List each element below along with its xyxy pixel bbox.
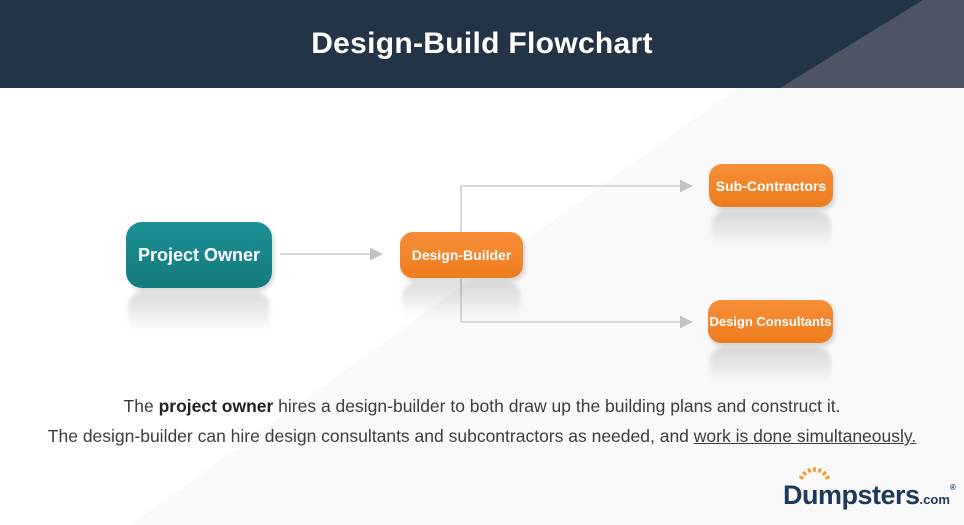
logo-registered-mark: ® xyxy=(949,483,956,492)
caption-line-2: The design-builder can hire design consu… xyxy=(0,421,964,451)
connector-arrows xyxy=(280,179,693,329)
node-design-builder-label: Design-Builder xyxy=(411,247,512,263)
node-design-builder: Design-Builder xyxy=(400,232,523,278)
node-sub-contractors-label: Sub-Contractors xyxy=(715,177,827,194)
caption-line-1-prefix: The xyxy=(123,396,159,416)
sub-contractors-reflection xyxy=(711,211,831,253)
caption-line-1-bold: project owner xyxy=(158,396,274,416)
caption: The project owner hires a design-builder… xyxy=(0,391,964,451)
node-project-owner-label: Project Owner xyxy=(137,244,261,265)
flowchart-canvas: Project Owner Design-Builder Sub-Contrac… xyxy=(0,88,964,525)
sunburst-icon xyxy=(798,467,830,484)
logo-brand-text: Dumpsters xyxy=(783,480,920,510)
caption-line-2-underlined: work is done simultaneously. xyxy=(693,426,917,446)
design-consultants-reflection xyxy=(710,347,831,389)
dumpsters-com-logo: Dumpsters.com® xyxy=(783,467,958,513)
caption-line-2-prefix: The design-builder can hire design consu… xyxy=(47,426,694,446)
node-design-consultants-label: Design Consultants xyxy=(709,314,832,329)
node-project-owner: Project Owner xyxy=(126,222,272,288)
logo-tld-text: .com xyxy=(919,492,950,507)
node-design-consultants: Design Consultants xyxy=(708,300,833,343)
node-sub-contractors: Sub-Contractors xyxy=(709,164,833,207)
caption-line-1: The project owner hires a design-builder… xyxy=(0,391,964,421)
logo-wordmark: Dumpsters.com® xyxy=(783,480,956,511)
project-owner-reflection xyxy=(128,292,270,340)
header-band: Design-Build Flowchart xyxy=(0,0,964,88)
arrow-design-builder-to-design-consultants xyxy=(460,279,693,329)
caption-line-1-suffix: hires a design-builder to both draw up t… xyxy=(273,396,841,416)
page-title: Design-Build Flowchart xyxy=(311,27,653,60)
design-builder-reflection xyxy=(402,282,521,324)
arrow-design-builder-to-sub-contractors xyxy=(460,179,693,232)
